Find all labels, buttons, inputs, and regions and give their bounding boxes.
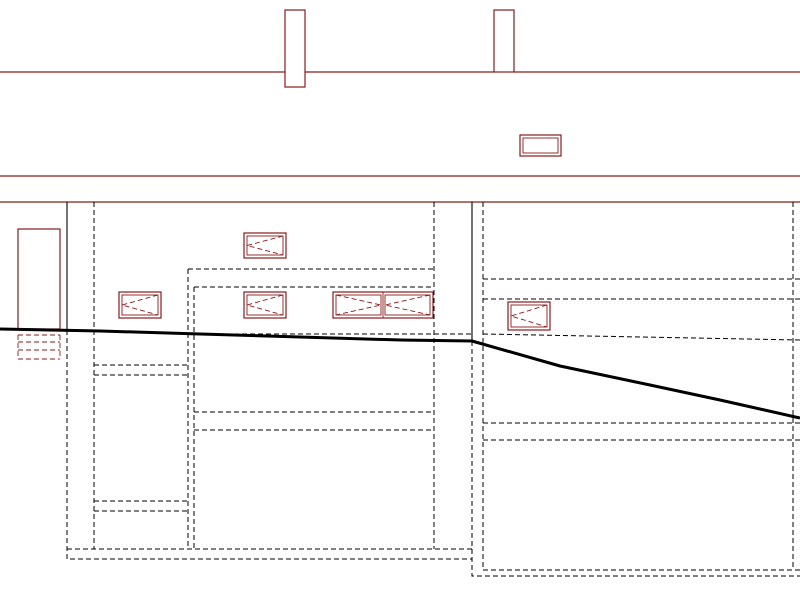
window-lower-double [332, 291, 434, 319]
window-upper [243, 232, 287, 259]
chimney-left [284, 9, 306, 88]
hidden-foundation-right [471, 202, 800, 571]
window-lower-2 [243, 291, 287, 319]
door [17, 228, 61, 360]
roof-window [519, 134, 562, 157]
window-lower-1 [118, 291, 162, 319]
roof [0, 71, 800, 203]
wall-lines [66, 202, 473, 341]
ground-line [0, 327, 800, 420]
hidden-foundation-left [66, 202, 800, 577]
chimney-right [493, 9, 515, 73]
window-lower-right [507, 301, 551, 331]
